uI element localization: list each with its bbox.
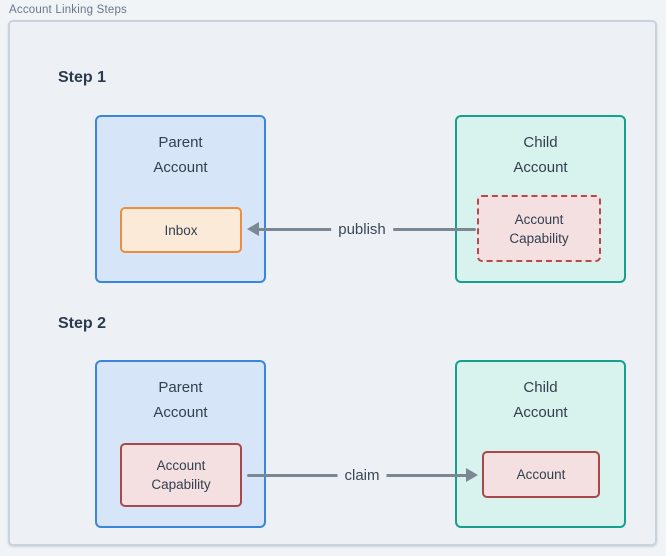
publish-arrow-label: publish (331, 219, 393, 240)
step1-parent-account-node: Parent Account Inbox (95, 115, 266, 283)
step2-child-account-title: Child Account (513, 379, 568, 421)
step1-account-capability-label: Account Capability (509, 211, 569, 246)
step1-heading: Step 1 (58, 69, 107, 86)
step1-parent-account-title: Parent Account (153, 134, 208, 176)
step2-account-node: Account (482, 451, 600, 498)
diagram-panel: Step 1 Parent Account Inbox Child Accoun… (8, 20, 657, 546)
step2-account-label: Account (516, 467, 566, 482)
step1-child-account-node: Child Account Account Capability (455, 115, 626, 283)
step1-inbox-label: Inbox (164, 222, 198, 238)
claim-arrow-label: claim (337, 465, 387, 486)
step2-parent-account-title: Parent Account (153, 379, 208, 421)
step2-child-account-node: Child Account Account (455, 360, 626, 528)
claim-arrowhead-icon (466, 468, 478, 482)
step2-heading: Step 2 (58, 315, 107, 332)
step2-parent-account-node: Parent Account Account Capability (95, 360, 266, 528)
step2-account-capability-label: Account Capability (151, 458, 211, 492)
step1-account-capability-node: Account Capability (477, 195, 601, 262)
step2-account-capability-node: Account Capability (120, 443, 242, 507)
step1-child-account-title: Child Account (513, 134, 568, 176)
panel-title: Account Linking Steps (9, 4, 127, 16)
publish-arrowhead-icon (247, 222, 259, 236)
step1-inbox-node: Inbox (120, 207, 242, 253)
